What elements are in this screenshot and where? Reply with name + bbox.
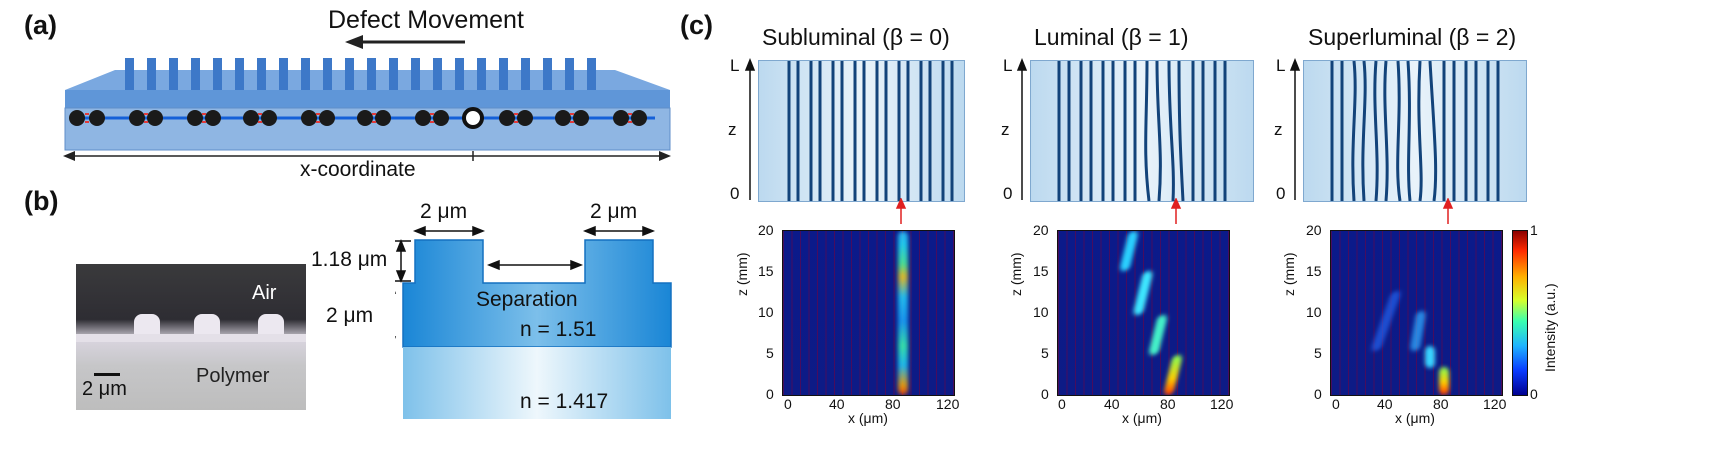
column-title-luminal: Luminal (β = 1) — [1034, 24, 1189, 50]
ytick-5-1: 5 — [766, 345, 774, 361]
height-body-label: 2 μm — [326, 304, 374, 327]
xtick-40-3: 40 — [1377, 396, 1393, 412]
xtick-0-2: 0 — [1058, 396, 1066, 412]
n-core-label: n = 1.51 — [520, 318, 597, 341]
intensity-heatmap-superluminal — [1330, 230, 1503, 396]
top-width-right-label: 2 μm — [590, 200, 638, 223]
ytick-5-2: 5 — [1041, 345, 1049, 361]
ytick-10-1: 10 — [758, 304, 774, 320]
z-label-1: z — [728, 120, 737, 139]
colorbar-title: Intensity (a.u.) — [1542, 283, 1558, 372]
zero-label-2: 0 — [1003, 184, 1013, 203]
polymer-label: Polymer — [196, 365, 270, 387]
L-label-1: L — [730, 56, 740, 75]
intensity-colorbar — [1512, 230, 1528, 396]
L-label-3: L — [1276, 56, 1286, 75]
x-coordinate-label: x-coordinate — [300, 158, 416, 181]
y-axis-label-1: z (mm) — [734, 252, 750, 296]
xtick-80-1: 80 — [885, 396, 901, 412]
separation-label: Separation — [476, 288, 578, 311]
xtick-0-3: 0 — [1332, 396, 1340, 412]
ytick-0-2: 0 — [1041, 386, 1049, 402]
ytick-10-2: 10 — [1033, 304, 1049, 320]
panel-b-label: (b) — [24, 186, 59, 216]
column-title-superluminal: Superluminal (β = 2) — [1308, 24, 1517, 50]
panel-c-label: (c) — [680, 10, 713, 40]
ytick-10-3: 10 — [1306, 304, 1322, 320]
xtick-80-2: 80 — [1160, 396, 1176, 412]
colorbar-max-label: 1 — [1530, 222, 1538, 238]
xtick-120-3: 120 — [1483, 396, 1507, 412]
L-label-2: L — [1003, 56, 1013, 75]
ytick-15-3: 15 — [1306, 263, 1322, 279]
waveguide-layout-subluminal — [758, 60, 965, 202]
zero-label-1: 0 — [730, 184, 740, 203]
height-top-label: 1.18 μm — [311, 248, 388, 271]
intensity-heatmap-luminal — [1057, 230, 1230, 396]
xtick-40-1: 40 — [829, 396, 845, 412]
xtick-0-1: 0 — [784, 396, 792, 412]
defect-site — [462, 107, 484, 129]
ytick-0-1: 0 — [766, 386, 774, 402]
z-label-2: z — [1001, 120, 1010, 139]
waveguide-layout-superluminal — [1303, 60, 1527, 202]
z-axis-arrows — [744, 58, 1301, 206]
ytick-0-3: 0 — [1314, 386, 1322, 402]
colorbar-min-label: 0 — [1530, 386, 1538, 402]
xtick-120-1: 120 — [936, 396, 960, 412]
xtick-40-2: 40 — [1104, 396, 1120, 412]
ytick-5-3: 5 — [1314, 345, 1322, 361]
waveguide-layout-luminal — [1030, 60, 1254, 202]
xtick-120-2: 120 — [1210, 396, 1234, 412]
micrograph-image — [76, 264, 306, 410]
zero-label-3: 0 — [1276, 184, 1286, 203]
ytick-20-1: 20 — [758, 222, 774, 238]
z-label-3: z — [1274, 120, 1283, 139]
x-axis-label-2: x (μm) — [1122, 410, 1162, 426]
intensity-heatmap-subluminal — [782, 230, 955, 396]
y-axis-label-3: z (mm) — [1281, 252, 1297, 296]
scalebar-label: 2 μm — [82, 378, 127, 400]
x-axis-label-1: x (μm) — [848, 410, 888, 426]
x-axis-label-3: x (μm) — [1395, 410, 1435, 426]
waveguide-array-illustration — [63, 35, 671, 161]
excitation-arrows — [895, 198, 1454, 224]
column-title-subluminal: Subluminal (β = 0) — [762, 24, 950, 50]
waveguide-cross-section — [395, 225, 672, 419]
ytick-20-3: 20 — [1306, 222, 1322, 238]
xtick-80-3: 80 — [1433, 396, 1449, 412]
air-label: Air — [252, 282, 277, 304]
top-width-left-label: 2 μm — [420, 200, 468, 223]
scalebar — [94, 373, 120, 376]
panel-a-label: (a) — [24, 10, 57, 40]
y-axis-label-2: z (mm) — [1008, 252, 1024, 296]
ytick-15-1: 15 — [758, 263, 774, 279]
n-substrate-label: n = 1.417 — [520, 390, 609, 413]
ytick-20-2: 20 — [1033, 222, 1049, 238]
ytick-15-2: 15 — [1033, 263, 1049, 279]
defect-movement-label: Defect Movement — [328, 6, 524, 34]
